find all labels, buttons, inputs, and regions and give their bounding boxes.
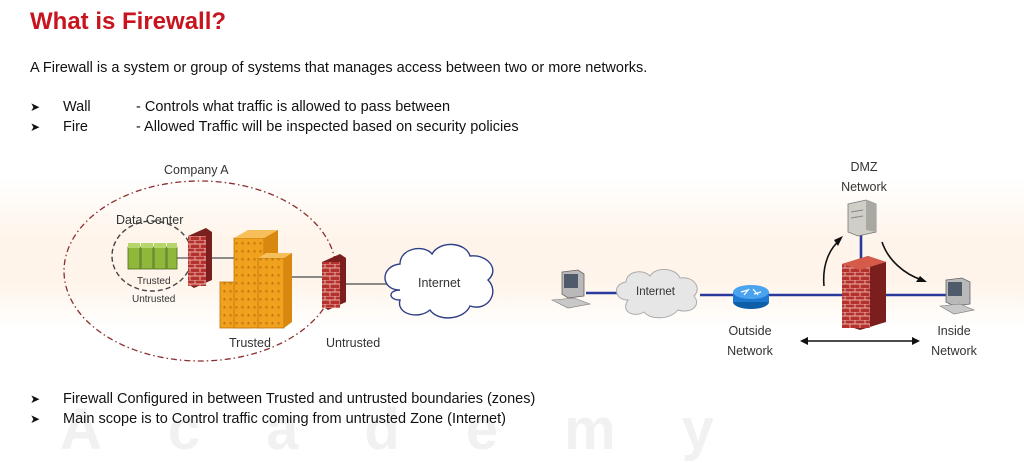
inside-label-line1: Inside xyxy=(937,324,971,338)
internet-label: Internet xyxy=(418,276,461,290)
server-icon xyxy=(847,199,877,237)
flow-arrow xyxy=(881,241,923,281)
bullet-term: Fire xyxy=(63,119,88,135)
internet-label: Internet xyxy=(636,286,675,298)
bullet-desc: - Controls what traffic is allowed to pa… xyxy=(136,99,451,115)
bullet-arrow-icon: ➤ xyxy=(30,100,41,114)
untrusted-zone-label: Untrusted xyxy=(326,336,381,350)
arrow-head xyxy=(912,337,920,345)
outside-label-line2: Network xyxy=(727,344,773,358)
server-rack-icon xyxy=(127,243,178,270)
page-title: What is Firewall? xyxy=(30,8,227,35)
pc-icon xyxy=(550,269,592,309)
arrow-head xyxy=(916,276,927,282)
router-icon xyxy=(733,285,769,309)
arrow-head xyxy=(800,337,808,345)
dmz-label-line2: Network xyxy=(841,180,887,194)
bullet-text: Firewall Configured in between Trusted a… xyxy=(63,391,536,407)
flow-arrow xyxy=(822,239,841,287)
bullet-text: Main scope is to Control traffic coming … xyxy=(63,411,506,427)
bullet-arrow-icon: ➤ xyxy=(30,412,41,426)
dc-trusted-label: Trusted xyxy=(137,276,171,287)
company-label: Company A xyxy=(164,163,229,177)
intro-text: A Firewall is a system or group of syste… xyxy=(30,60,648,76)
bullet-desc: - Allowed Traffic will be inspected base… xyxy=(136,119,519,135)
dmz-label-line1: DMZ xyxy=(850,160,878,174)
trusted-zone-label: Trusted xyxy=(229,336,271,350)
dc-untrusted-label: Untrusted xyxy=(132,294,176,305)
cloud-icon xyxy=(616,269,698,319)
arrow-head xyxy=(834,236,843,246)
firewall-icon xyxy=(322,254,346,310)
bullet-arrow-icon: ➤ xyxy=(30,120,41,134)
outside-label-line1: Outside xyxy=(728,324,772,338)
bullet-arrow-icon: ➤ xyxy=(30,392,41,406)
firewall-icon xyxy=(188,228,212,288)
bullet-term: Wall xyxy=(63,99,91,115)
pc-icon xyxy=(939,277,976,315)
cloud-icon xyxy=(384,243,494,319)
firewall-icon xyxy=(842,256,886,330)
building-icon xyxy=(219,230,292,329)
inside-label-line2: Network xyxy=(931,344,977,358)
data-center-label: Data Center xyxy=(116,213,184,227)
